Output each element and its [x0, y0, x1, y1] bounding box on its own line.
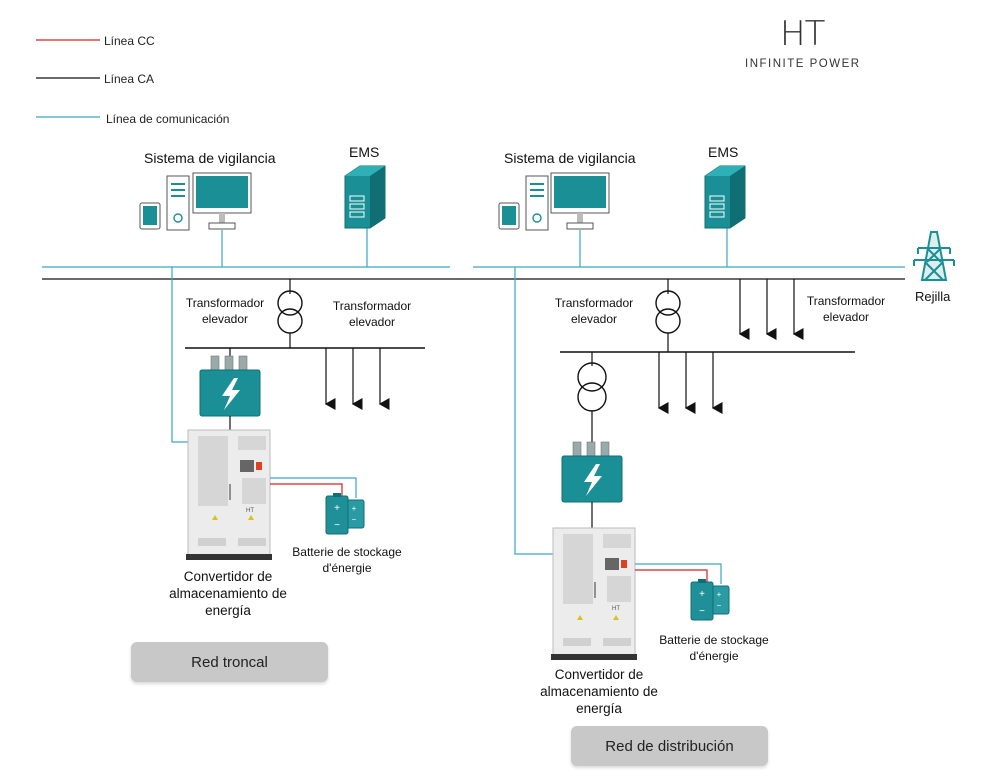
grid-label: Rejilla	[915, 289, 951, 304]
svg-text:−: −	[717, 601, 722, 610]
comm-link-left-battery	[270, 477, 357, 498]
logo-mark: HT	[780, 14, 825, 54]
pylon-icon	[913, 231, 955, 281]
ems-server-icon	[704, 165, 746, 229]
transformer-icon	[577, 362, 607, 412]
left-transformer-label-2: Transformador elevador	[332, 299, 412, 329]
battery-icon: + − + −	[690, 579, 730, 621]
left-monitoring-title: Sistema de vigilancia	[144, 150, 276, 166]
left-ems-title: EMS	[349, 144, 380, 160]
left-converter-label: Convertidor de almacenamiento de energía	[169, 569, 287, 618]
cabinet-icon: HT	[186, 429, 272, 560]
comm-link-right-pcs	[514, 267, 553, 555]
transformer-icon	[277, 290, 303, 334]
svg-text:+: +	[699, 589, 705, 600]
right-transformer-label-1: Transformador elevador	[554, 296, 634, 326]
right-converter-label: Convertidor de almacenamiento de energía	[540, 667, 658, 716]
dc-link-right	[635, 569, 708, 584]
cabinet-brand-text: HT	[612, 606, 620, 612]
svg-text:+: +	[352, 504, 357, 513]
logo-tagline: INFINITE POWER	[745, 58, 861, 70]
desktop-tower-icon	[525, 175, 549, 231]
dc-link-left	[270, 483, 343, 498]
svg-text:−: −	[334, 520, 340, 531]
cabinet-icon: HT	[551, 527, 637, 660]
right-battery-label: Batterie de stockage d'énergie	[659, 633, 769, 663]
load-arrow-icon	[324, 348, 390, 410]
left-battery-label: Batterie de stockage d'énergie	[292, 545, 402, 575]
legend-comm-label: Línea de comunicación	[106, 112, 230, 126]
legend-dc-label: Línea CC	[104, 34, 155, 48]
desktop-tower-icon	[166, 175, 190, 231]
cabinet-brand-text: HT	[246, 508, 254, 514]
left-transformer-label-1: Transformador elevador	[185, 296, 265, 326]
legend-swatches	[36, 39, 100, 118]
section-button-backbone[interactable]: Red troncal	[131, 642, 328, 682]
battery-icon: + − + −	[325, 493, 365, 535]
comm-link-left-pcs	[171, 267, 188, 443]
pcs-module-icon	[561, 441, 623, 503]
tablet-icon	[139, 202, 161, 230]
svg-text:+: +	[717, 590, 722, 599]
section-button-distribution[interactable]: Red de distribución	[571, 726, 768, 766]
pcs-module-icon	[199, 355, 261, 417]
load-arrow-icon	[738, 279, 804, 340]
transformer-icon	[655, 290, 681, 334]
svg-text:−: −	[699, 606, 705, 617]
ems-server-icon	[344, 165, 386, 229]
comm-link-right-battery	[635, 563, 722, 584]
right-ems-title: EMS	[708, 144, 739, 160]
monitor-icon	[550, 172, 610, 230]
right-transformer-label-2: Transformador elevador	[806, 294, 886, 324]
tablet-icon	[498, 202, 520, 230]
monitor-icon	[192, 172, 252, 230]
legend-ac-label: Línea CA	[104, 72, 155, 86]
svg-text:−: −	[352, 515, 357, 524]
load-arrow-icon	[657, 352, 723, 414]
svg-text:+: +	[334, 503, 340, 514]
right-monitoring-title: Sistema de vigilancia	[504, 150, 636, 166]
